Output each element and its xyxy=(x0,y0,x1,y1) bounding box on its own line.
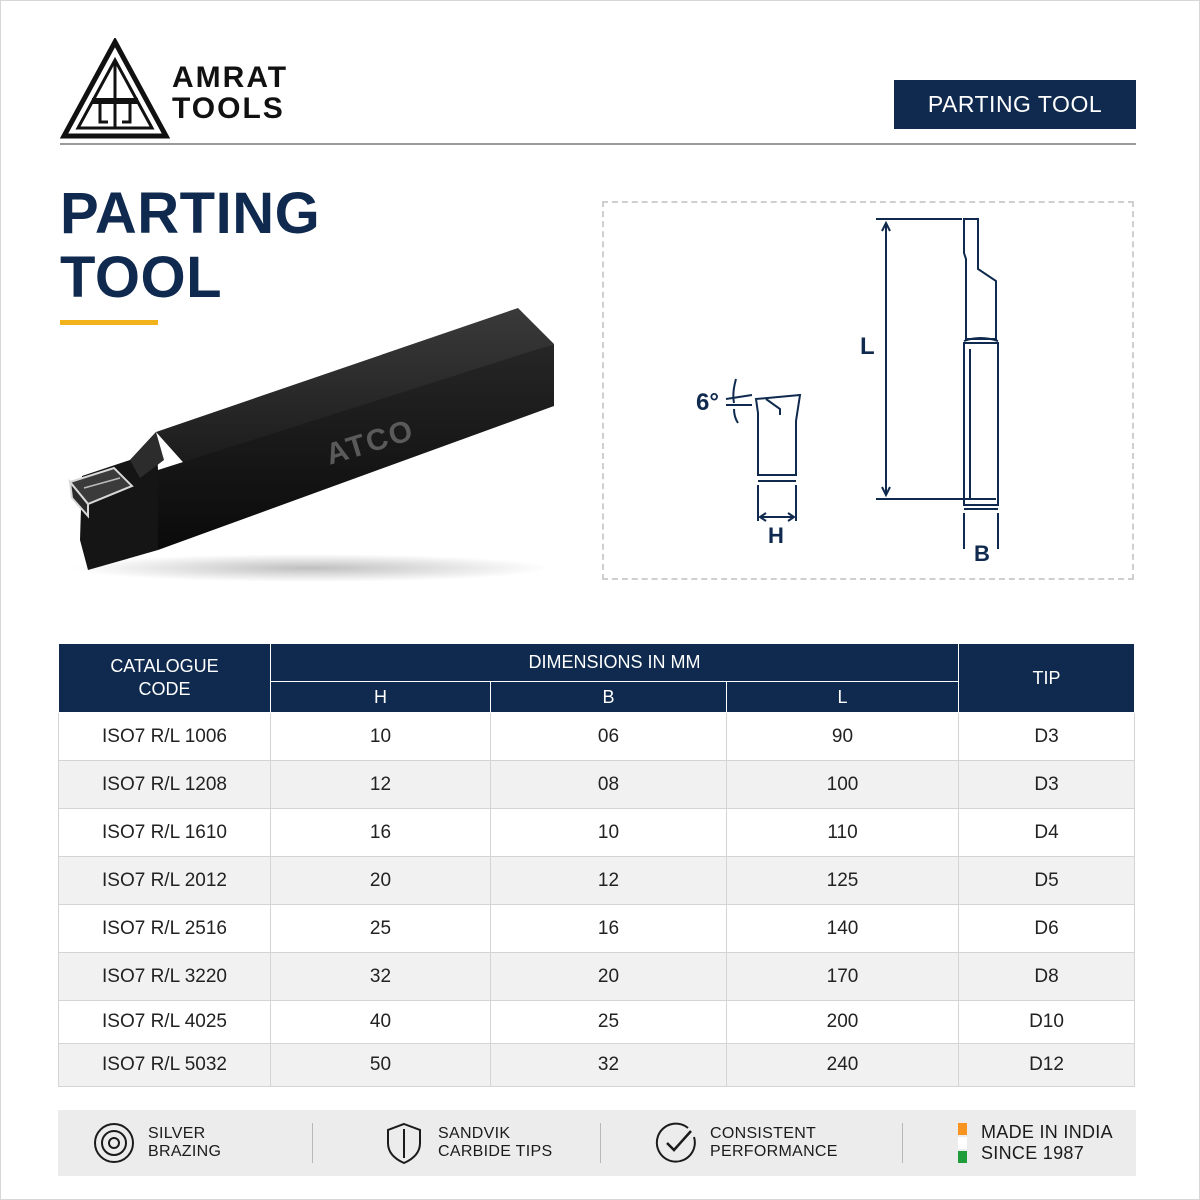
cell-l: 100 xyxy=(726,760,959,809)
cell-b: 08 xyxy=(490,760,727,809)
brand-name: AMRAT TOOLS xyxy=(172,62,288,124)
table-row: ISO7 R/L 5032 50 32 240 D12 xyxy=(58,1043,1135,1087)
concentric-circles-icon xyxy=(94,1123,134,1163)
header-divider xyxy=(60,143,1136,145)
table-row: ISO7 R/L 4025 40 25 200 D10 xyxy=(58,1000,1135,1044)
header-l: L xyxy=(726,681,959,713)
cell-tip: D12 xyxy=(958,1043,1135,1087)
cell-h: 50 xyxy=(270,1043,491,1087)
cell-b: 12 xyxy=(490,856,727,905)
cell-b: 06 xyxy=(490,712,727,761)
table-row: ISO7 R/L 2516 25 16 140 D6 xyxy=(58,904,1135,953)
feature-silver-brazing: SILVER BRAZING xyxy=(92,1110,221,1176)
cell-code: ISO7 R/L 5032 xyxy=(58,1043,271,1087)
cell-code: ISO7 R/L 3220 xyxy=(58,952,271,1001)
feature-divider xyxy=(312,1123,313,1163)
title-underline xyxy=(60,320,158,325)
feature-line-1: MADE IN INDIA xyxy=(981,1122,1113,1142)
feature-line-1: SANDVIK xyxy=(438,1125,511,1142)
cell-code: ISO7 R/L 2516 xyxy=(58,904,271,953)
table-row: ISO7 R/L 3220 32 20 170 D8 xyxy=(58,952,1135,1001)
cell-h: 16 xyxy=(270,808,491,857)
feature-line-2: PERFORMANCE xyxy=(710,1143,838,1160)
dimensions-table: CATALOGUE CODE DIMENSIONS IN MM TIP H B … xyxy=(58,643,1135,1087)
cell-b: 32 xyxy=(490,1043,727,1087)
dim-h-label: H xyxy=(768,523,784,548)
product-image xyxy=(60,300,560,585)
cell-code: ISO7 R/L 1208 xyxy=(58,760,271,809)
feature-divider xyxy=(902,1123,903,1163)
cell-b: 16 xyxy=(490,904,727,953)
cell-h: 12 xyxy=(270,760,491,809)
header-tip: TIP xyxy=(958,643,1135,713)
cell-l: 110 xyxy=(726,808,959,857)
india-flag-icon xyxy=(958,1123,967,1163)
brand-line-1: AMRAT xyxy=(172,61,289,94)
feature-sandvik-carbide: SANDVIK CARBIDE TIPS xyxy=(382,1110,552,1176)
dim-b-label: B xyxy=(974,541,990,566)
cell-l: 90 xyxy=(726,712,959,761)
feature-divider xyxy=(600,1123,601,1163)
feature-line-2: SINCE 1987 xyxy=(981,1143,1085,1163)
header-b: B xyxy=(490,681,727,713)
header-h: H xyxy=(270,681,491,713)
feature-line-2: BRAZING xyxy=(148,1143,222,1160)
feature-line-2: CARBIDE TIPS xyxy=(438,1143,553,1160)
cell-h: 32 xyxy=(270,952,491,1001)
page-title: PARTING TOOL xyxy=(60,182,320,310)
cell-h: 20 xyxy=(270,856,491,905)
cell-b: 10 xyxy=(490,808,727,857)
cell-b: 25 xyxy=(490,1000,727,1044)
header-dimensions: DIMENSIONS IN MM xyxy=(270,643,959,682)
brand-logo: AMRAT TOOLS xyxy=(60,38,300,140)
title-line-2: TOOL xyxy=(60,245,223,310)
feature-line-1: SILVER xyxy=(148,1125,206,1142)
cell-tip: D3 xyxy=(958,760,1135,809)
technical-diagram: 6° H L B xyxy=(602,201,1134,580)
dim-l-label: L xyxy=(860,333,875,360)
cell-l: 240 xyxy=(726,1043,959,1087)
feature-consistent-performance: CONSISTENT PERFORMANCE xyxy=(654,1110,838,1176)
table-row: ISO7 R/L 1610 16 10 110 D4 xyxy=(58,808,1135,857)
cell-h: 40 xyxy=(270,1000,491,1044)
cell-b: 20 xyxy=(490,952,727,1001)
cell-code: ISO7 R/L 4025 xyxy=(58,1000,271,1044)
cell-l: 140 xyxy=(726,904,959,953)
cell-h: 10 xyxy=(270,712,491,761)
check-circle-icon xyxy=(655,1122,696,1163)
cell-h: 25 xyxy=(270,904,491,953)
cell-code: ISO7 R/L 1610 xyxy=(58,808,271,857)
brand-line-2: TOOLS xyxy=(172,92,285,125)
title-line-1: PARTING xyxy=(60,181,321,246)
table-row: ISO7 R/L 1006 10 06 90 D3 xyxy=(58,712,1135,761)
category-badge: PARTING TOOL xyxy=(894,80,1136,129)
cell-l: 200 xyxy=(726,1000,959,1044)
features-bar: SILVER BRAZING SANDVIK CARBIDE TIPS CONS… xyxy=(58,1110,1136,1176)
cell-l: 170 xyxy=(726,952,959,1001)
angle-label: 6° xyxy=(696,389,719,416)
cell-code: ISO7 R/L 2012 xyxy=(58,856,271,905)
feature-line-1: CONSISTENT xyxy=(710,1125,817,1142)
cell-tip: D4 xyxy=(958,808,1135,857)
triangle-logo-icon xyxy=(60,38,170,139)
cell-tip: D5 xyxy=(958,856,1135,905)
shield-icon xyxy=(387,1122,421,1165)
cell-tip: D8 xyxy=(958,952,1135,1001)
table-row: ISO7 R/L 2012 20 12 125 D5 xyxy=(58,856,1135,905)
feature-made-in-india: MADE IN INDIA SINCE 1987 xyxy=(958,1110,1113,1176)
cell-l: 125 xyxy=(726,856,959,905)
cell-tip: D6 xyxy=(958,904,1135,953)
cell-tip: D10 xyxy=(958,1000,1135,1044)
table-row: ISO7 R/L 1208 12 08 100 D3 xyxy=(58,760,1135,809)
cell-tip: D3 xyxy=(958,712,1135,761)
header-catalogue-code: CATALOGUE CODE xyxy=(58,643,271,713)
cell-code: ISO7 R/L 1006 xyxy=(58,712,271,761)
